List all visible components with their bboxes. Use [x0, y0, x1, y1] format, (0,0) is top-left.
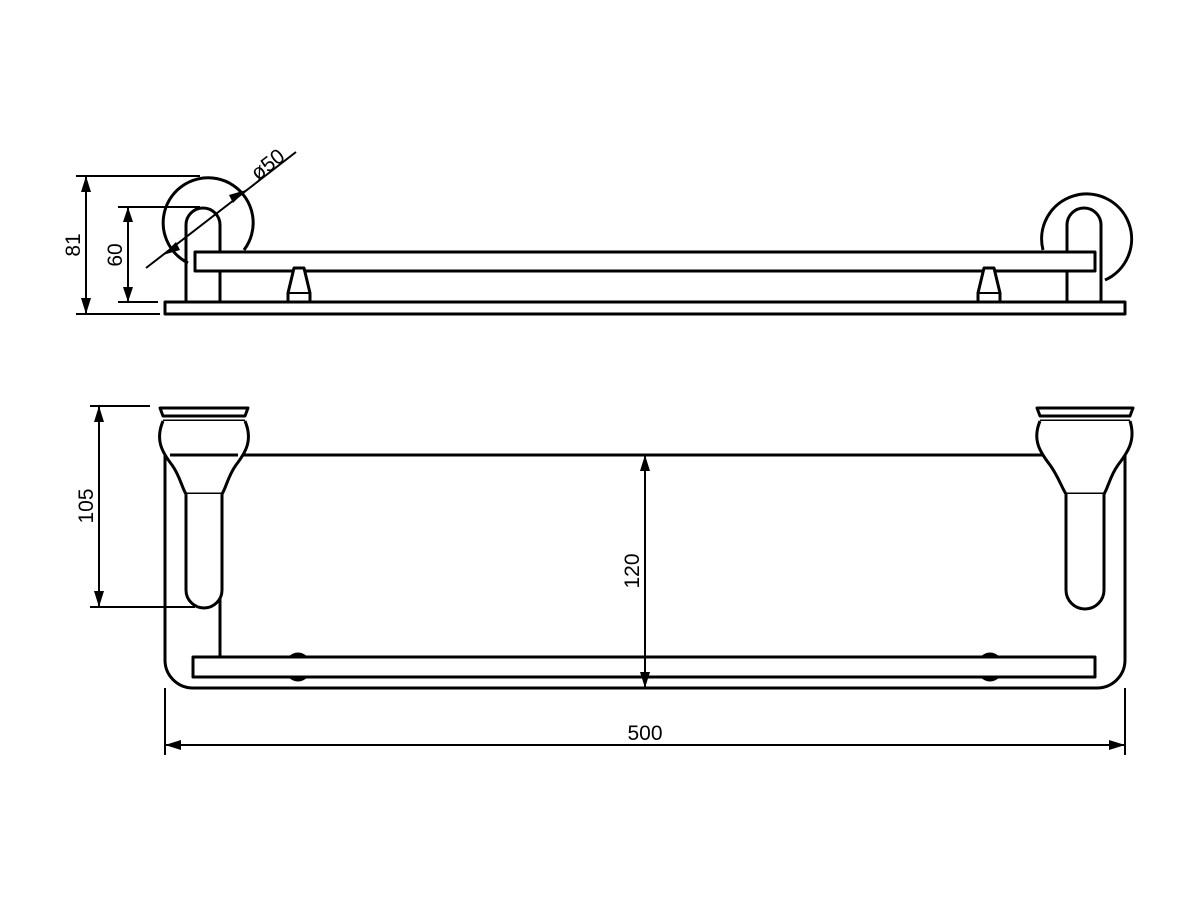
- front-view: 105 120 500: [75, 405, 1135, 755]
- side-view: 81 60 ø50: [62, 145, 1134, 316]
- dim-mount-height: 60: [104, 243, 127, 266]
- left-flange-circle: [161, 176, 255, 265]
- right-wall-mount: [1035, 406, 1135, 611]
- dim-overall-height: 81: [62, 233, 85, 256]
- right-flange-circle: [1040, 192, 1134, 282]
- left-arm: [184, 206, 222, 302]
- left-wall-mount: [158, 406, 250, 610]
- dim-mount-height-front: 105: [75, 488, 98, 523]
- glass-shelf: [193, 250, 1097, 273]
- right-support-bump: [980, 652, 1000, 657]
- left-shelf-support: [286, 266, 312, 304]
- dim-overall-width: 500: [627, 722, 662, 745]
- right-shelf-support: [976, 266, 1002, 304]
- left-support-bump: [288, 652, 308, 657]
- base-plate: [163, 300, 1127, 316]
- right-arm: [1065, 206, 1103, 302]
- dim-flange-diameter: ø50: [247, 145, 290, 185]
- dim-shelf-depth: 120: [621, 553, 644, 588]
